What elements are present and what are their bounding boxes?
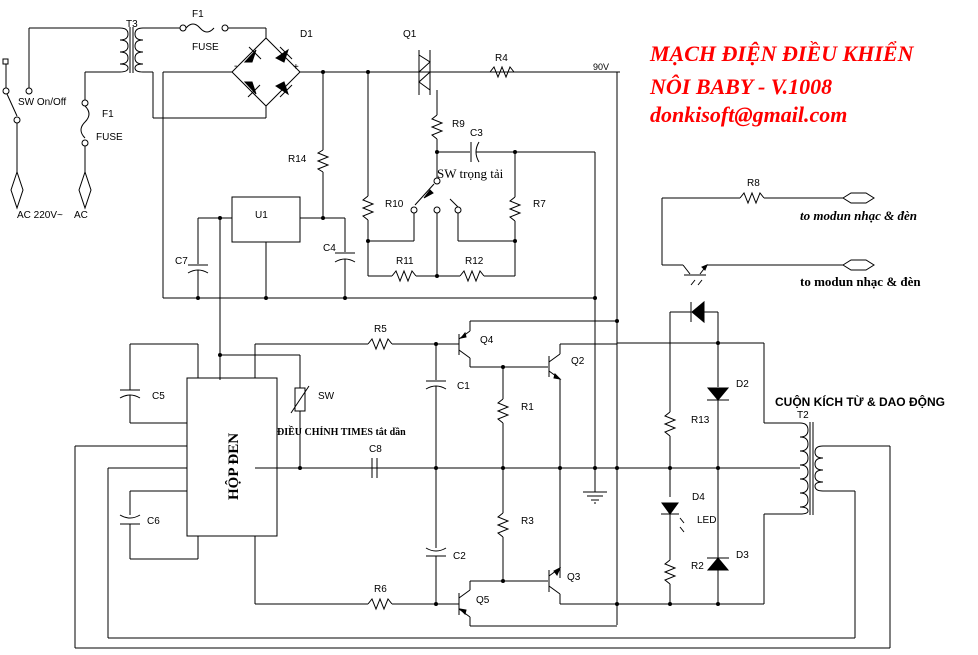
resistor-r6 bbox=[367, 597, 393, 611]
to-module-label-2: to modun nhạc & đèn bbox=[800, 274, 921, 289]
sw-timer-label: SW bbox=[318, 391, 335, 402]
r1-label: R1 bbox=[521, 402, 534, 413]
bridge-rectifier-d1 bbox=[163, 37, 620, 118]
resistor-r9 bbox=[430, 114, 444, 140]
resistor-r10 bbox=[361, 195, 375, 221]
q4-label: Q4 bbox=[480, 335, 494, 346]
transformer-t3 bbox=[119, 27, 266, 119]
r2-label: R2 bbox=[691, 561, 704, 572]
diode-d2 bbox=[706, 387, 730, 401]
r8-label: R8 bbox=[747, 178, 760, 189]
opto-led bbox=[690, 300, 705, 324]
c2-label: C2 bbox=[453, 551, 466, 562]
resistor-r1 bbox=[496, 398, 510, 424]
resistor-r5 bbox=[367, 337, 393, 351]
d2-label: D2 bbox=[736, 379, 749, 390]
title-line-1: MẠCH ĐIỆN ĐIỀU KHIỂN bbox=[649, 41, 915, 66]
ground-symbol bbox=[583, 491, 607, 504]
optocoupler bbox=[682, 264, 708, 286]
r10-label: R10 bbox=[385, 199, 404, 210]
f1-top-label: F1 bbox=[192, 9, 204, 20]
transistor-q4 bbox=[455, 320, 617, 368]
ac-220v-label: AC 220V~ bbox=[17, 210, 63, 221]
fuse-top bbox=[179, 23, 267, 38]
resistor-r7 bbox=[508, 196, 522, 222]
led-label: LED bbox=[697, 515, 716, 526]
r13-label: R13 bbox=[691, 415, 710, 426]
fuse-left bbox=[80, 71, 120, 172]
resistor-r12 bbox=[459, 269, 485, 283]
d1-minus-label: - bbox=[234, 61, 237, 72]
r3-label: R3 bbox=[521, 516, 534, 527]
ac-label: AC bbox=[74, 210, 88, 221]
q5-label: Q5 bbox=[476, 595, 490, 606]
d1-plus-label: + bbox=[293, 62, 299, 73]
connector-module-1[interactable] bbox=[842, 192, 875, 204]
r9-label: R9 bbox=[452, 119, 465, 130]
q3-label: Q3 bbox=[567, 572, 581, 583]
ac-plug-right bbox=[78, 170, 92, 210]
load-selector-switch bbox=[410, 152, 462, 214]
c3-label: C3 bbox=[470, 128, 483, 139]
c6-label: C6 bbox=[147, 516, 160, 527]
q2-label: Q2 bbox=[571, 356, 585, 367]
black-box bbox=[186, 377, 278, 537]
fuse-left-label: FUSE bbox=[96, 132, 123, 143]
sw-load-label: SW trọng tải bbox=[437, 166, 504, 181]
diode-d3 bbox=[706, 557, 730, 571]
title-email: donkisoft@gmail.com bbox=[650, 102, 847, 127]
d3-label: D3 bbox=[736, 550, 749, 561]
f1-left-label: F1 bbox=[102, 109, 114, 120]
connector-module-2[interactable] bbox=[842, 259, 875, 271]
c7-label: C7 bbox=[175, 256, 188, 267]
transistor-q3 bbox=[470, 566, 617, 605]
to-module-label-1: to modun nhạc & đèn bbox=[800, 208, 917, 223]
q1-label: Q1 bbox=[403, 29, 417, 40]
c1-label: C1 bbox=[457, 381, 470, 392]
title-line-2: NÔI BABY - V.1008 bbox=[649, 74, 832, 99]
timer-adjust-label: ĐIỀU CHỈNH TIMES tắt dần bbox=[277, 425, 406, 438]
black-box-label: HỘP ĐEN bbox=[225, 433, 242, 500]
resistor-r11 bbox=[391, 269, 417, 283]
d4-label: D4 bbox=[692, 492, 705, 503]
triac-q1 bbox=[418, 50, 438, 115]
t3-label: T3 bbox=[126, 19, 138, 30]
resistor-r4 bbox=[489, 65, 515, 79]
capacitor-c6 bbox=[119, 514, 141, 525]
capacitor-c8 bbox=[371, 458, 378, 478]
r4-label: R4 bbox=[495, 53, 508, 64]
r11-label: R11 bbox=[396, 256, 414, 267]
90v-label: 90V bbox=[593, 62, 609, 72]
coil-title: CUỘN KÍCH TỪ & DAO ĐỘNG bbox=[775, 394, 945, 409]
t2-label: T2 bbox=[797, 410, 809, 421]
r6-label: R6 bbox=[374, 584, 387, 595]
led-d4 bbox=[661, 502, 685, 533]
resistor-r2 bbox=[663, 559, 677, 585]
resistor-r13 bbox=[663, 411, 677, 437]
c4-label: C4 bbox=[323, 243, 336, 254]
r14-label: R14 bbox=[288, 154, 307, 165]
resistor-r3 bbox=[496, 512, 510, 538]
capacitor-c2 bbox=[425, 547, 447, 557]
resistor-r8 bbox=[739, 191, 765, 205]
r12-label: R12 bbox=[465, 256, 484, 267]
resistor-r14 bbox=[316, 149, 330, 173]
transformer-t2 bbox=[799, 422, 891, 648]
power-switch bbox=[2, 27, 120, 172]
transistor-q5 bbox=[455, 581, 617, 627]
transistor-q2 bbox=[548, 343, 617, 578]
c5-label: C5 bbox=[152, 391, 165, 402]
sw-onoff-label: SW On/Off bbox=[18, 97, 66, 108]
r7-label: R7 bbox=[533, 199, 546, 210]
r5-label: R5 bbox=[374, 324, 387, 335]
u1-label: U1 bbox=[255, 210, 268, 221]
ac-plug-left bbox=[10, 170, 24, 210]
fuse-top-label: FUSE bbox=[192, 42, 219, 53]
c8-label: C8 bbox=[369, 444, 382, 455]
d1-label: D1 bbox=[300, 29, 313, 40]
